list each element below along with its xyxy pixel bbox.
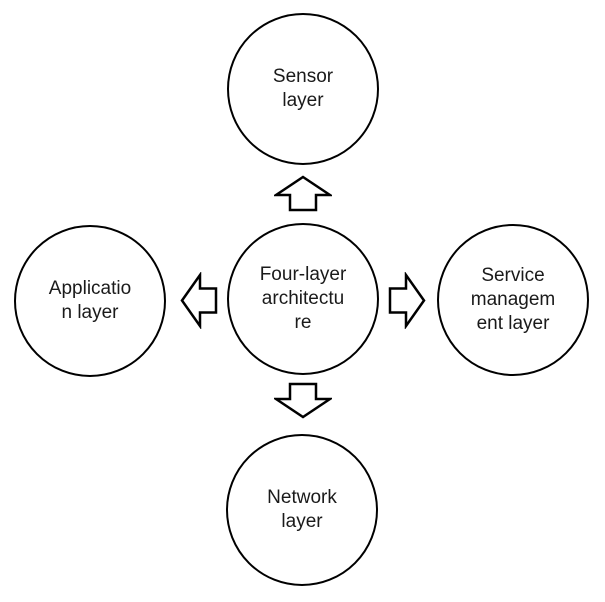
node-network-layer: Network layer — [226, 434, 378, 586]
node-four-layer-architecture-label: Four-layer architectu re — [259, 264, 347, 333]
node-sensor-layer: Sensor layer — [227, 13, 379, 165]
node-application-layer: Applicatio n layer — [14, 225, 166, 377]
right-block-arrow-icon — [388, 272, 426, 329]
node-service-management-layer: Service managem ent layer — [437, 224, 589, 376]
down-block-arrow-icon — [274, 382, 332, 419]
up-block-arrow-icon — [274, 175, 332, 212]
left-block-arrow-icon — [180, 272, 218, 329]
node-network-layer-label: Network layer — [267, 487, 337, 532]
node-service-management-layer-label: Service managem ent layer — [470, 265, 556, 334]
node-four-layer-architecture: Four-layer architectu re — [227, 223, 379, 375]
node-application-layer-label: Applicatio n layer — [48, 278, 132, 323]
node-sensor-layer-label: Sensor layer — [272, 66, 334, 111]
